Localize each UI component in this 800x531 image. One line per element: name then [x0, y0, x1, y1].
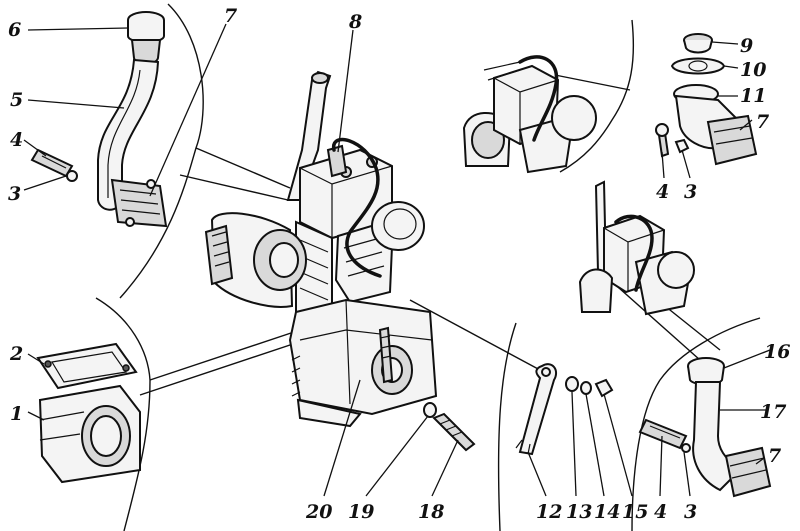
leader-right-to-bottomright [609, 279, 701, 361]
leader-main-to-topleft [195, 147, 291, 189]
divider-arc-bottom-left [95, 297, 151, 531]
callout-3-topright: 3 [684, 181, 697, 203]
bottomleft-flange-detail [36, 342, 141, 484]
callout-20: 20 [305, 501, 332, 523]
divider-arc-bottom-right [631, 317, 761, 531]
callout-16: 16 [764, 341, 790, 363]
callout-10: 10 [740, 59, 766, 81]
callout-3: 3 [8, 183, 21, 205]
leader-main-to-bottomleft-2 [139, 339, 306, 396]
right-middle-detail [578, 180, 695, 316]
callout-7-topright: 7 [756, 111, 769, 133]
bottom-center-parts [423, 363, 614, 456]
leader-topright-to-part [554, 74, 631, 91]
callout-7-bottomright: 7 [768, 445, 781, 467]
callout-leaders [23, 23, 771, 497]
bottomright-exhaust-detail [638, 357, 772, 498]
callout-3-bottomright: 3 [684, 501, 697, 523]
callout-7: 7 [224, 5, 237, 27]
divider-arc-bottom-center [497, 322, 517, 531]
callout-8: 8 [348, 11, 362, 33]
main-engine-assembly [204, 70, 438, 428]
callout-labels: 6 7 8 9 10 11 7 5 4 3 4 3 2 1 16 17 7 20… [8, 5, 790, 523]
callout-12: 12 [536, 501, 562, 523]
callout-2: 2 [9, 343, 23, 365]
callout-13: 13 [566, 501, 592, 523]
callout-4-bottomright: 4 [654, 501, 667, 523]
callout-9: 9 [740, 35, 753, 57]
callout-1: 1 [10, 403, 23, 425]
topright-parts [655, 33, 758, 166]
callout-5: 5 [10, 89, 23, 111]
callout-14: 14 [594, 501, 620, 523]
callout-19: 19 [348, 501, 374, 523]
callout-15: 15 [622, 501, 648, 523]
divider-arc-top-right [559, 19, 635, 173]
leader-main-to-topleft-2 [179, 174, 289, 201]
callout-18: 18 [418, 501, 444, 523]
leader-main-to-bottomleft [149, 329, 301, 381]
callout-4-topright: 4 [656, 181, 669, 203]
callout-11: 11 [740, 85, 766, 107]
leader-main-to-right [409, 299, 541, 371]
topright-head-detail [462, 55, 597, 174]
divider-arc-top-left [119, 3, 204, 299]
callout-4: 4 [10, 129, 23, 151]
callout-17: 17 [760, 401, 786, 423]
topleft-exhaust-detail [30, 11, 168, 228]
callout-6: 6 [8, 19, 21, 41]
